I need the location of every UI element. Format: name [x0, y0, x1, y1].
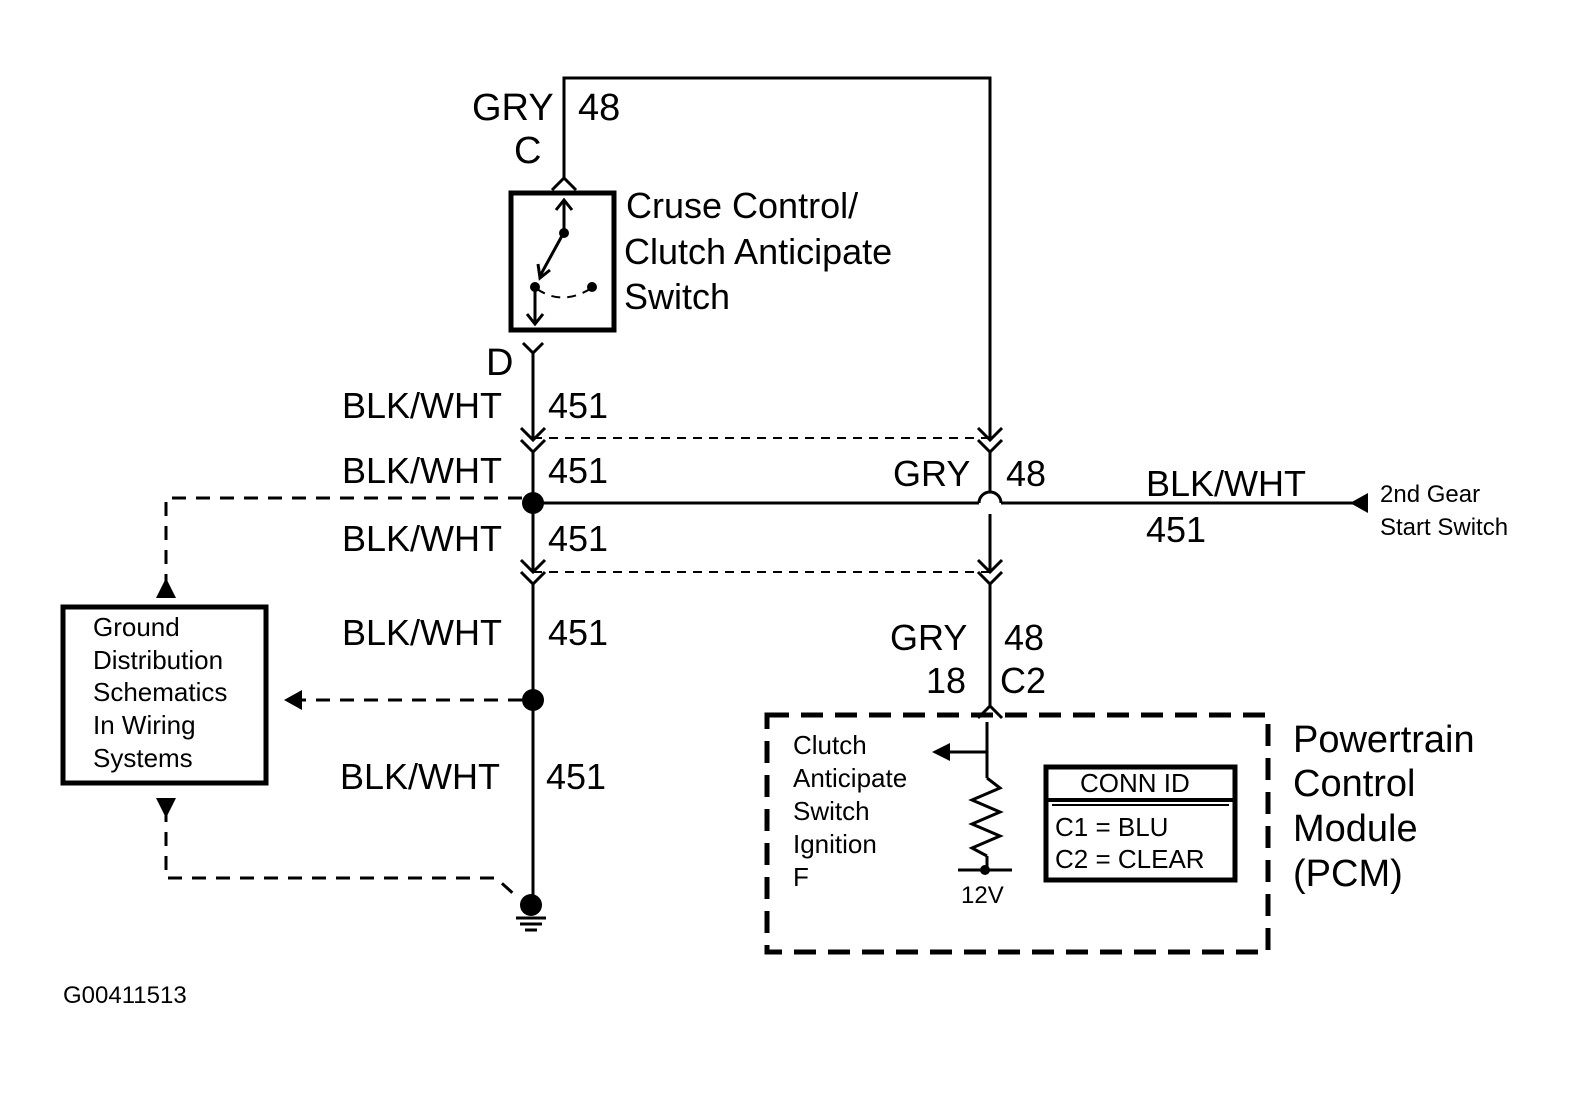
- switch-label-line1: Cruse Control/: [626, 185, 858, 226]
- wire-1-color: BLK/WHT: [342, 385, 502, 426]
- gry-48-lower-wire: [976, 452, 1004, 720]
- wire-2-color: BLK/WHT: [342, 450, 502, 491]
- pcm-title-line3: Module: [1293, 808, 1418, 850]
- switch-label-line3: Switch: [624, 276, 730, 317]
- pcm-input-line1: Clutch: [793, 730, 867, 760]
- top-wire-color: GRY: [472, 87, 554, 129]
- pcm-input-line5: F: [793, 862, 809, 892]
- switch-pin-d: D: [486, 342, 513, 384]
- ground-box-line3: Schematics: [93, 677, 227, 707]
- top-wire-circuit: 48: [578, 87, 620, 129]
- wire-5-color: BLK/WHT: [340, 756, 500, 797]
- gry-low-color: GRY: [890, 617, 967, 658]
- gry-low-circuit: 48: [1004, 617, 1044, 658]
- ground-distribution-box: [60, 604, 269, 786]
- wire-5-circuit: 451: [546, 756, 606, 797]
- wire-4-circuit: 451: [548, 612, 608, 653]
- ground-box-line2: Distribution: [93, 645, 223, 675]
- gry-mid-color: GRY: [893, 453, 970, 494]
- clutch-switch: [508, 190, 617, 333]
- conn-id-row1: C1 = BLU: [1055, 812, 1168, 842]
- ground-icon: [516, 894, 546, 932]
- right-wire-circuit: 451: [1146, 509, 1206, 550]
- wire-2-circuit: 451: [548, 450, 608, 491]
- blk-wht-451-main-wire: [519, 341, 547, 905]
- ground-box-line4: In Wiring: [93, 710, 196, 740]
- pcm-title-line1: Powertrain: [1293, 719, 1475, 761]
- pcm-input-line2: Anticipate: [793, 763, 907, 793]
- second-gear-label-line2: Start Switch: [1380, 514, 1508, 541]
- figure-id: G00411513: [63, 982, 187, 1009]
- ground-reference-mid: [284, 690, 522, 710]
- ground-reference-bottom: [156, 798, 518, 898]
- wire-3-color: BLK/WHT: [342, 518, 502, 559]
- ground-box-line5: Systems: [93, 743, 193, 773]
- pcm-input-line3: Switch: [793, 796, 870, 826]
- pcm-pullup-resistor: [932, 722, 1012, 875]
- top-connector-pin: C: [514, 130, 541, 172]
- pcm-title-line4: (PCM): [1293, 853, 1403, 895]
- pcm-connector-id: C2: [1000, 660, 1046, 701]
- conn-id-table: [1043, 764, 1238, 883]
- conn-id-row2: C2 = CLEAR: [1055, 844, 1205, 874]
- gry-mid-circuit: 48: [1006, 453, 1046, 494]
- blk-wht-451-right-wire: [533, 490, 1368, 513]
- ground-box-line1: Ground: [93, 612, 180, 642]
- pcm-input-line4: Ignition: [793, 829, 877, 859]
- wire-4-color: BLK/WHT: [342, 612, 502, 653]
- wire-3-circuit: 451: [548, 518, 608, 559]
- switch-label-line2: Clutch Anticipate: [624, 231, 892, 272]
- conn-id-title: CONN ID: [1080, 768, 1190, 798]
- second-gear-label-line1: 2nd Gear: [1380, 481, 1480, 508]
- pcm-voltage: 12V: [961, 882, 1004, 909]
- pcm-box: [764, 712, 1271, 955]
- ground-reference-top: [156, 496, 522, 598]
- pcm-pin-number: 18: [926, 660, 966, 701]
- pcm-title-line2: Control: [1293, 763, 1416, 805]
- right-wire-color: BLK/WHT: [1146, 463, 1306, 504]
- wire-1-circuit: 451: [548, 385, 608, 426]
- gry-48-top-wire: [550, 76, 1004, 455]
